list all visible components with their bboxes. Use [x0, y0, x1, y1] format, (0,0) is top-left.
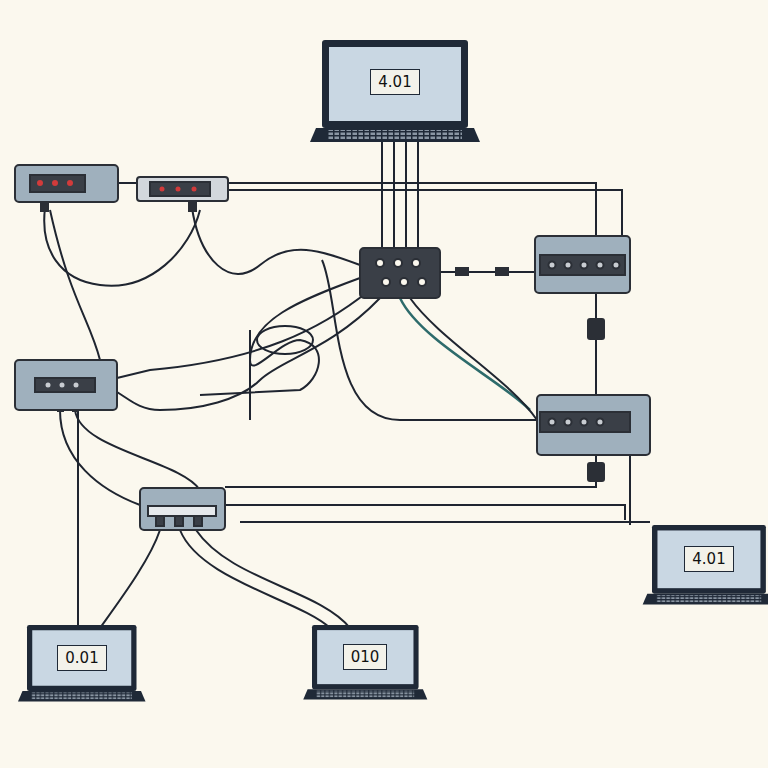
switch-devices: [15, 165, 650, 530]
screen-label: 010: [343, 644, 388, 670]
screen-label: 0.01: [57, 645, 106, 671]
screen-label: 4.01: [370, 69, 419, 95]
screen-value: 4.01: [378, 73, 411, 91]
laptops: [18, 40, 768, 702]
screen-label: 4.01: [684, 546, 733, 572]
screen-value: 0.01: [65, 649, 98, 667]
cable-plugs: [40, 202, 605, 482]
network-cables: [44, 142, 650, 628]
screen-value: 4.01: [692, 550, 725, 568]
screen-value: 010: [351, 648, 380, 666]
